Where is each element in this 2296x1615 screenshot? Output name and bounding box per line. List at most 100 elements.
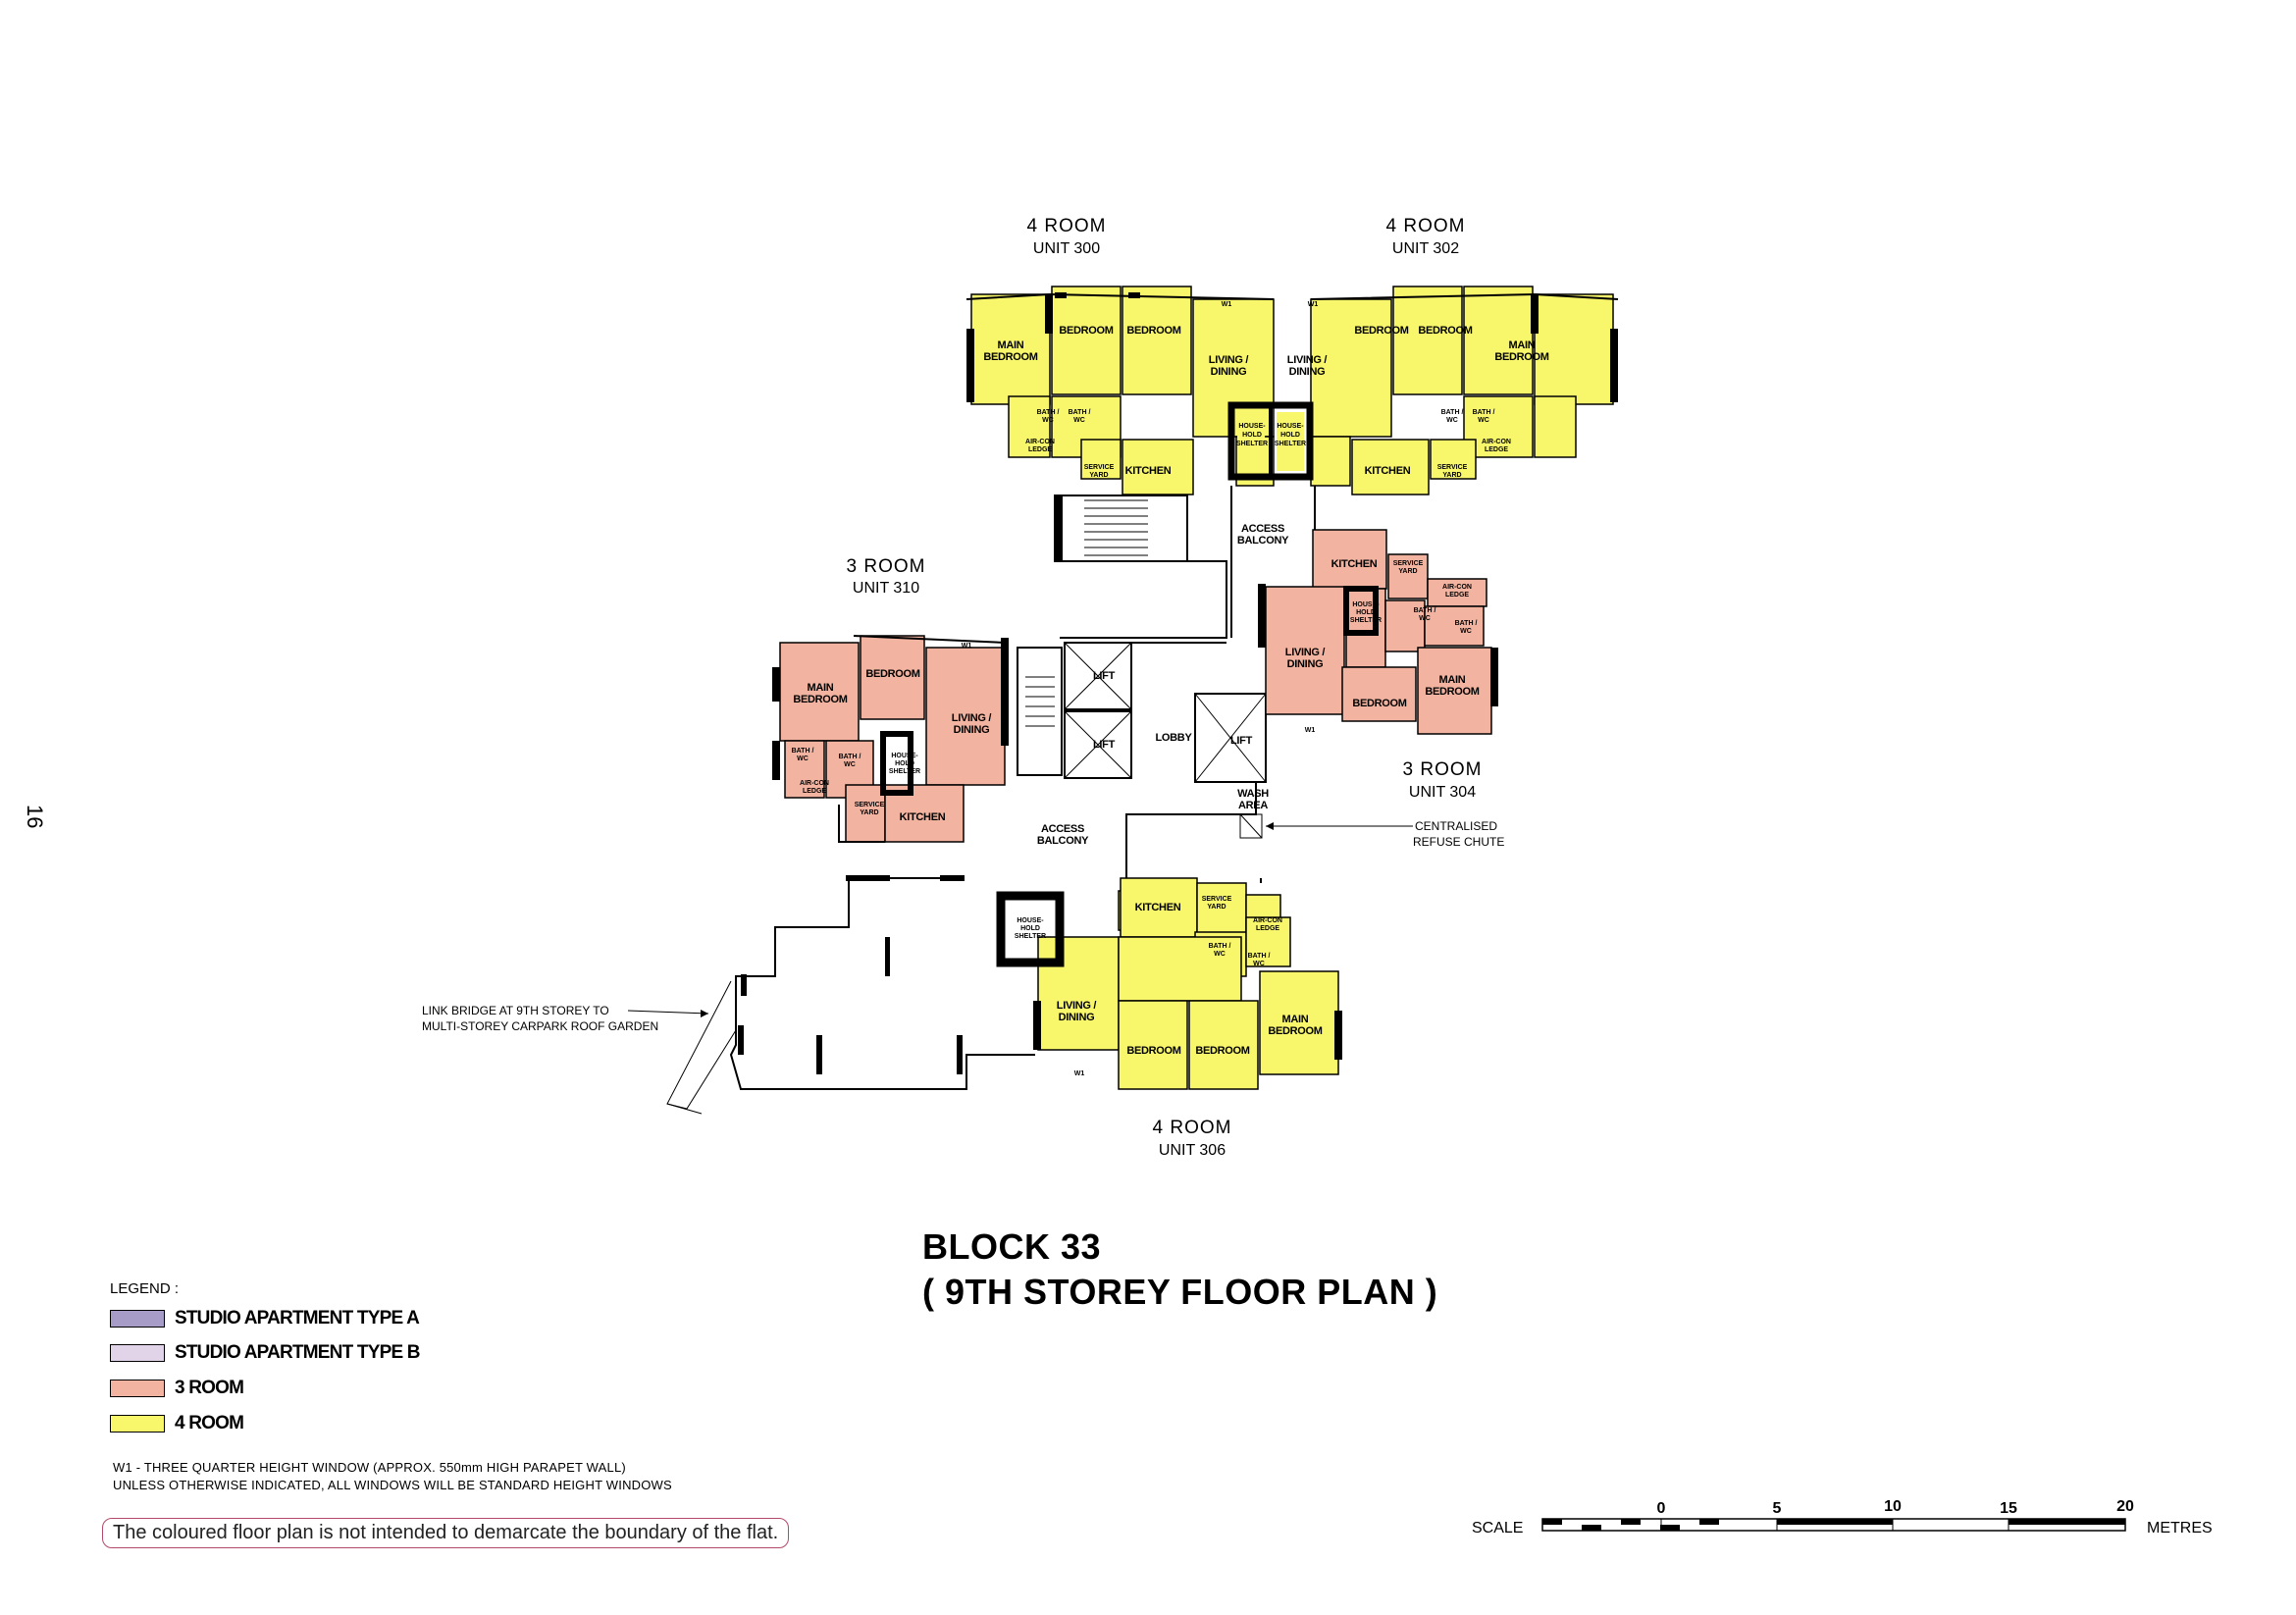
room-label: WC bbox=[797, 755, 809, 762]
legend-note-line-1: W1 - THREE QUARTER HEIGHT WINDOW (APPROX… bbox=[113, 1460, 626, 1475]
room-label: KITCHEN bbox=[1125, 465, 1172, 477]
room-label: BEDROOM bbox=[1352, 698, 1406, 709]
room-label: LEDGE bbox=[1256, 925, 1279, 932]
room-label: HOUSE- bbox=[1277, 423, 1304, 430]
disclaimer-box: The coloured floor plan is not intended … bbox=[102, 1518, 790, 1548]
room-label: WC bbox=[1042, 417, 1054, 424]
unit-304-type: 3 ROOM bbox=[1403, 759, 1483, 780]
room-label: HOLD bbox=[1242, 432, 1262, 439]
room-label: BATH / bbox=[1473, 409, 1495, 416]
scale-unit: METRES bbox=[2147, 1520, 2213, 1537]
room-label: SHELTER bbox=[1015, 933, 1046, 940]
window-w1-label: W1 bbox=[1074, 1070, 1085, 1077]
room-label: SERVICE bbox=[1084, 464, 1115, 471]
room-label: KITCHEN bbox=[1135, 902, 1181, 913]
room-label: BEDROOM bbox=[983, 351, 1037, 363]
legend-swatch bbox=[110, 1415, 165, 1433]
room-label: BEDROOM bbox=[1425, 686, 1479, 698]
window-w1-label: W1 bbox=[962, 643, 972, 650]
room-label: DINING bbox=[1289, 366, 1326, 378]
room-label: HOUSE- bbox=[1352, 601, 1380, 608]
legend-item-3-room: 3 ROOM bbox=[110, 1378, 244, 1399]
room-label: SERVICE bbox=[855, 802, 885, 808]
lift-label: LIFT bbox=[1093, 739, 1116, 751]
title-line-2: ( 9TH STOREY FLOOR PLAN ) bbox=[922, 1272, 1438, 1312]
room-label: HOUSE- bbox=[891, 753, 918, 759]
room-label: BEDROOM bbox=[1494, 351, 1548, 363]
room-label: YARD bbox=[860, 809, 878, 816]
room-label: DINING bbox=[1211, 366, 1247, 378]
room-label: WC bbox=[1073, 417, 1085, 424]
scale-tick: 15 bbox=[2000, 1500, 2017, 1517]
unit-310-type: 3 ROOM bbox=[847, 556, 926, 577]
room-label: WC bbox=[1214, 951, 1226, 958]
unit-306 bbox=[996, 877, 1342, 1090]
refuse-chute-annotation: CENTRALISED REFUSE CHUTE bbox=[1266, 819, 1504, 849]
room-label: LIVING / bbox=[952, 712, 992, 724]
legend-swatch bbox=[110, 1310, 165, 1328]
lobby-label: LOBBY bbox=[1155, 732, 1192, 744]
window-w1-label: W1 bbox=[1308, 301, 1319, 308]
room-label: SERVICE bbox=[1202, 896, 1232, 903]
lift-label: LIFT bbox=[1093, 670, 1116, 682]
room-label: BATH / bbox=[1209, 943, 1231, 950]
legend-note-line-2: UNLESS OTHERWISE INDICATED, ALL WINDOWS … bbox=[113, 1478, 672, 1492]
room-label: BEDROOM bbox=[793, 694, 847, 705]
svg-text:MULTI-STOREY CARPARK ROOF G: MULTI-STOREY CARPARK ROOF GARDEN bbox=[422, 1019, 658, 1033]
link-bridge-structure bbox=[666, 875, 1035, 1115]
room-label: LEDGE bbox=[1445, 592, 1469, 599]
room-label: HOUSE- bbox=[1238, 423, 1266, 430]
unit-306-number: UNIT 306 bbox=[1159, 1142, 1226, 1159]
room-label: KITCHEN bbox=[1331, 558, 1378, 570]
room-label: BEDROOM bbox=[1126, 1045, 1180, 1057]
legend-item-studio-b: STUDIO APARTMENT TYPE B bbox=[110, 1342, 421, 1364]
room-label: WC bbox=[1419, 615, 1431, 622]
room-label: BEDROOM bbox=[865, 668, 919, 680]
room-label: BATH / bbox=[1455, 620, 1478, 627]
room-label: DINING bbox=[1287, 658, 1324, 670]
room-label: MAIN bbox=[998, 339, 1024, 351]
legend-swatch bbox=[110, 1344, 165, 1362]
room-label: BEDROOM bbox=[1195, 1045, 1249, 1057]
title-line-1: BLOCK 33 bbox=[922, 1226, 1102, 1267]
room-label: WC bbox=[1460, 628, 1472, 635]
staircase bbox=[1054, 495, 1188, 562]
scale-tick: 0 bbox=[1657, 1500, 1666, 1517]
scale-tick: 10 bbox=[1884, 1498, 1902, 1515]
room-label: BEDROOM bbox=[1126, 325, 1180, 337]
wash-area-label: WASH bbox=[1237, 788, 1269, 800]
room-label: LIVING / bbox=[1209, 354, 1249, 366]
room-label: YARD bbox=[1207, 904, 1226, 911]
room-label: MAIN bbox=[808, 682, 834, 694]
room-label: LEDGE bbox=[1028, 446, 1052, 453]
room-label: LEDGE bbox=[1485, 446, 1508, 453]
link-bridge-annotation: LINK BRIDGE AT 9TH STOREY TO MULTI-STORE… bbox=[422, 1004, 709, 1033]
svg-text:CENTRALISED: CENTRALISED bbox=[1415, 819, 1497, 833]
room-label: AIR-CON bbox=[1442, 584, 1472, 591]
room-label: MAIN bbox=[1439, 674, 1466, 686]
room-label: WC bbox=[1253, 961, 1265, 967]
unit-306-type: 4 ROOM bbox=[1153, 1118, 1232, 1138]
room-label: MAIN bbox=[1509, 339, 1536, 351]
room-label: DINING bbox=[1059, 1012, 1095, 1023]
room-label: BEDROOM bbox=[1059, 325, 1113, 337]
room-label: BEDROOM bbox=[1418, 325, 1472, 337]
room-label: DINING bbox=[954, 724, 990, 736]
room-label: SERVICE bbox=[1437, 464, 1468, 471]
unit-310-number: UNIT 310 bbox=[853, 580, 919, 597]
access-balcony-label: ACCESS bbox=[1041, 823, 1084, 835]
room-label: SHELTER bbox=[1236, 441, 1268, 447]
room-label: MAIN bbox=[1282, 1014, 1309, 1025]
room-label: WC bbox=[1446, 417, 1458, 424]
unit-302-type: 4 ROOM bbox=[1386, 216, 1466, 236]
room-label: BATH / bbox=[1248, 953, 1271, 960]
access-balcony-label: ACCESS bbox=[1241, 523, 1284, 535]
scale-bar: SCALE 0 5 10 15 20 METRES bbox=[1472, 1498, 2213, 1537]
room-label: HOLD bbox=[1020, 925, 1040, 932]
room-label: HOUSE- bbox=[1017, 917, 1044, 924]
room-label: AIR-CON bbox=[800, 780, 829, 787]
room-label: BATH / bbox=[1069, 409, 1091, 416]
room-label: SHELTER bbox=[1275, 441, 1306, 447]
unit-300-number: UNIT 300 bbox=[1033, 240, 1100, 257]
